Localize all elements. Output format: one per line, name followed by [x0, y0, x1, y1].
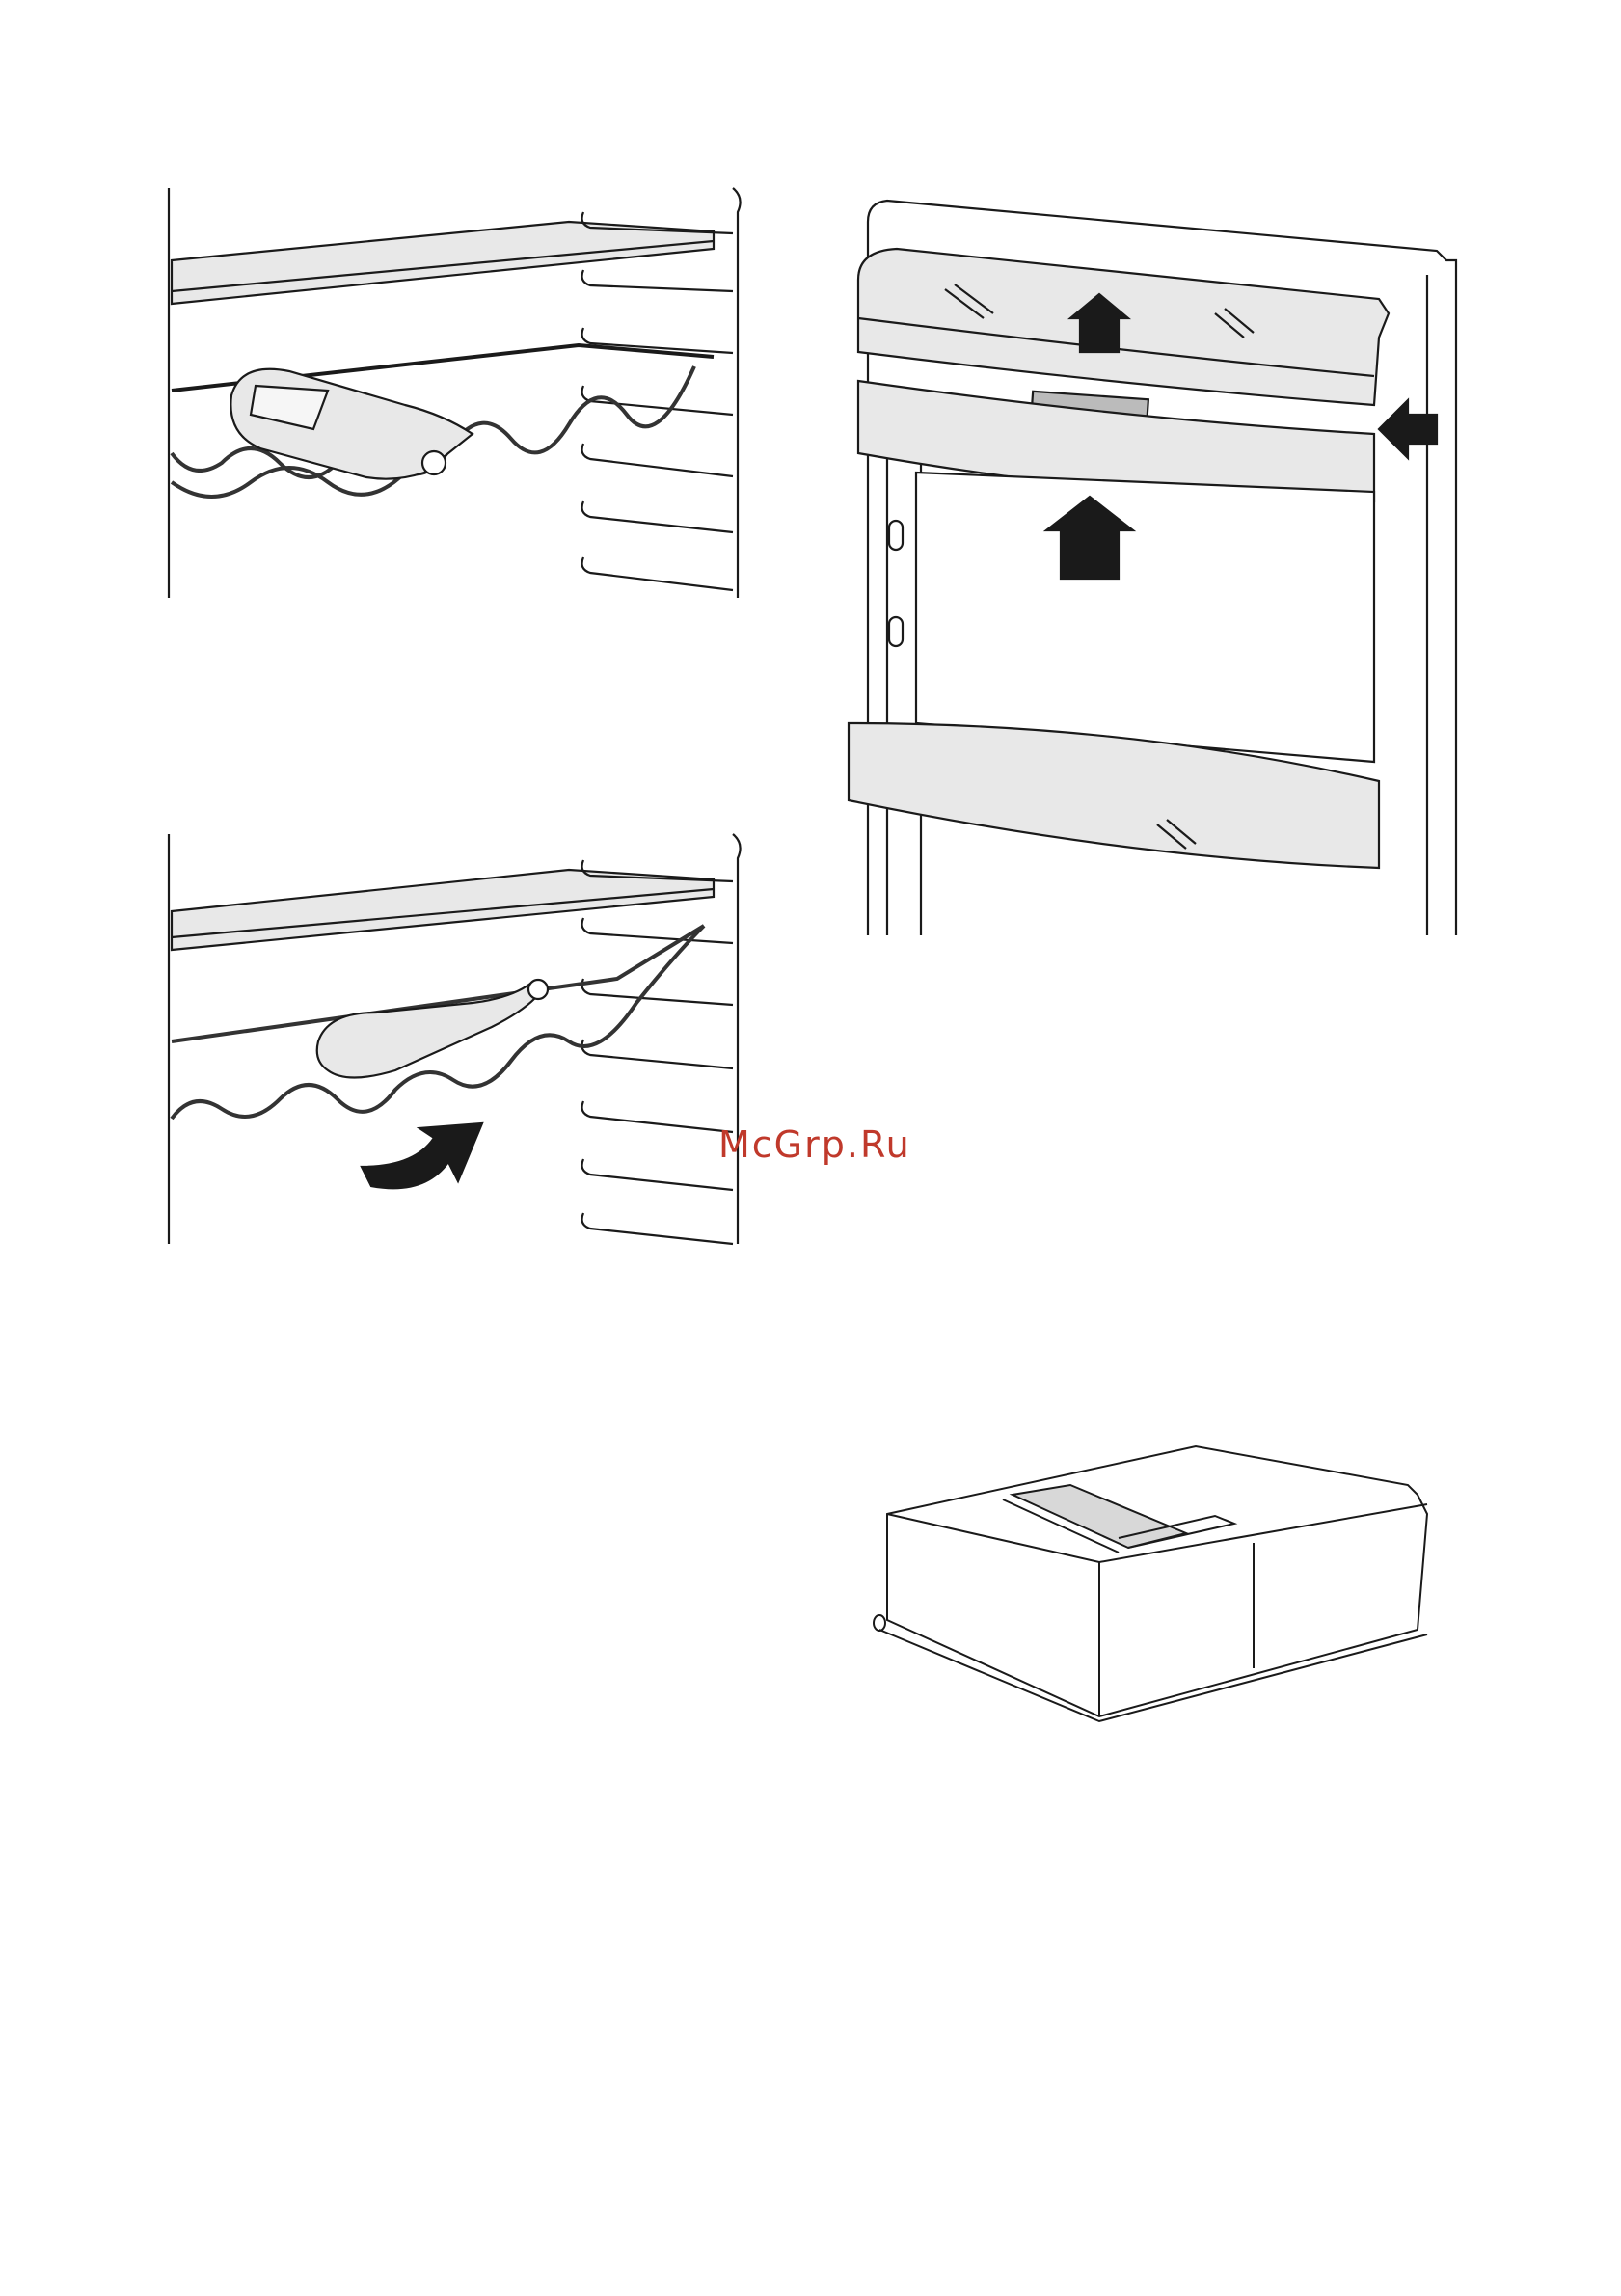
footer-marks — [627, 2282, 752, 2288]
crisper-drawer-figure — [868, 1427, 1446, 1774]
crisper-cover-figure — [839, 183, 1466, 945]
wine-rack-installed-figure — [154, 174, 752, 608]
wine-rack-removal-figure — [154, 820, 752, 1254]
watermark: McGrp.Ru — [718, 1123, 911, 1166]
